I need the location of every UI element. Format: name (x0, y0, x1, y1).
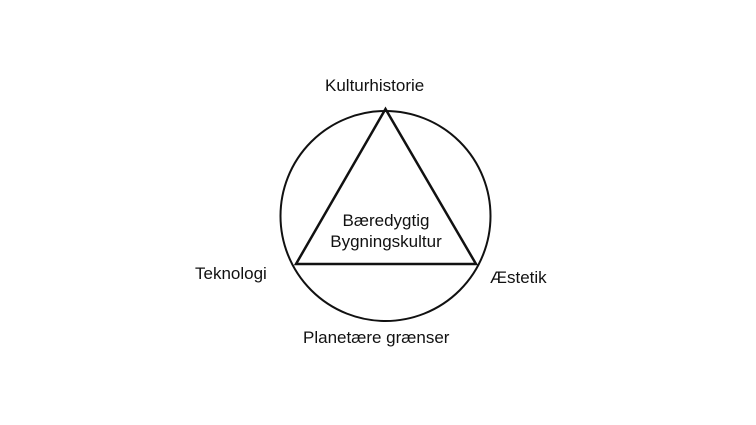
inner-triangle (293, 106, 479, 266)
center-title-line-2: Bygningskultur (330, 232, 442, 251)
label-teknologi: Teknologi (195, 264, 267, 283)
center-title: Bæredygtig Bygningskultur (300, 210, 472, 252)
label-aestetik: Æstetik (490, 268, 547, 287)
label-planetaere-graenser: Planetære grænser (303, 328, 450, 347)
center-title-line-1: Bæredygtig (342, 211, 430, 230)
label-kulturhistorie: Kulturhistorie (325, 76, 425, 95)
